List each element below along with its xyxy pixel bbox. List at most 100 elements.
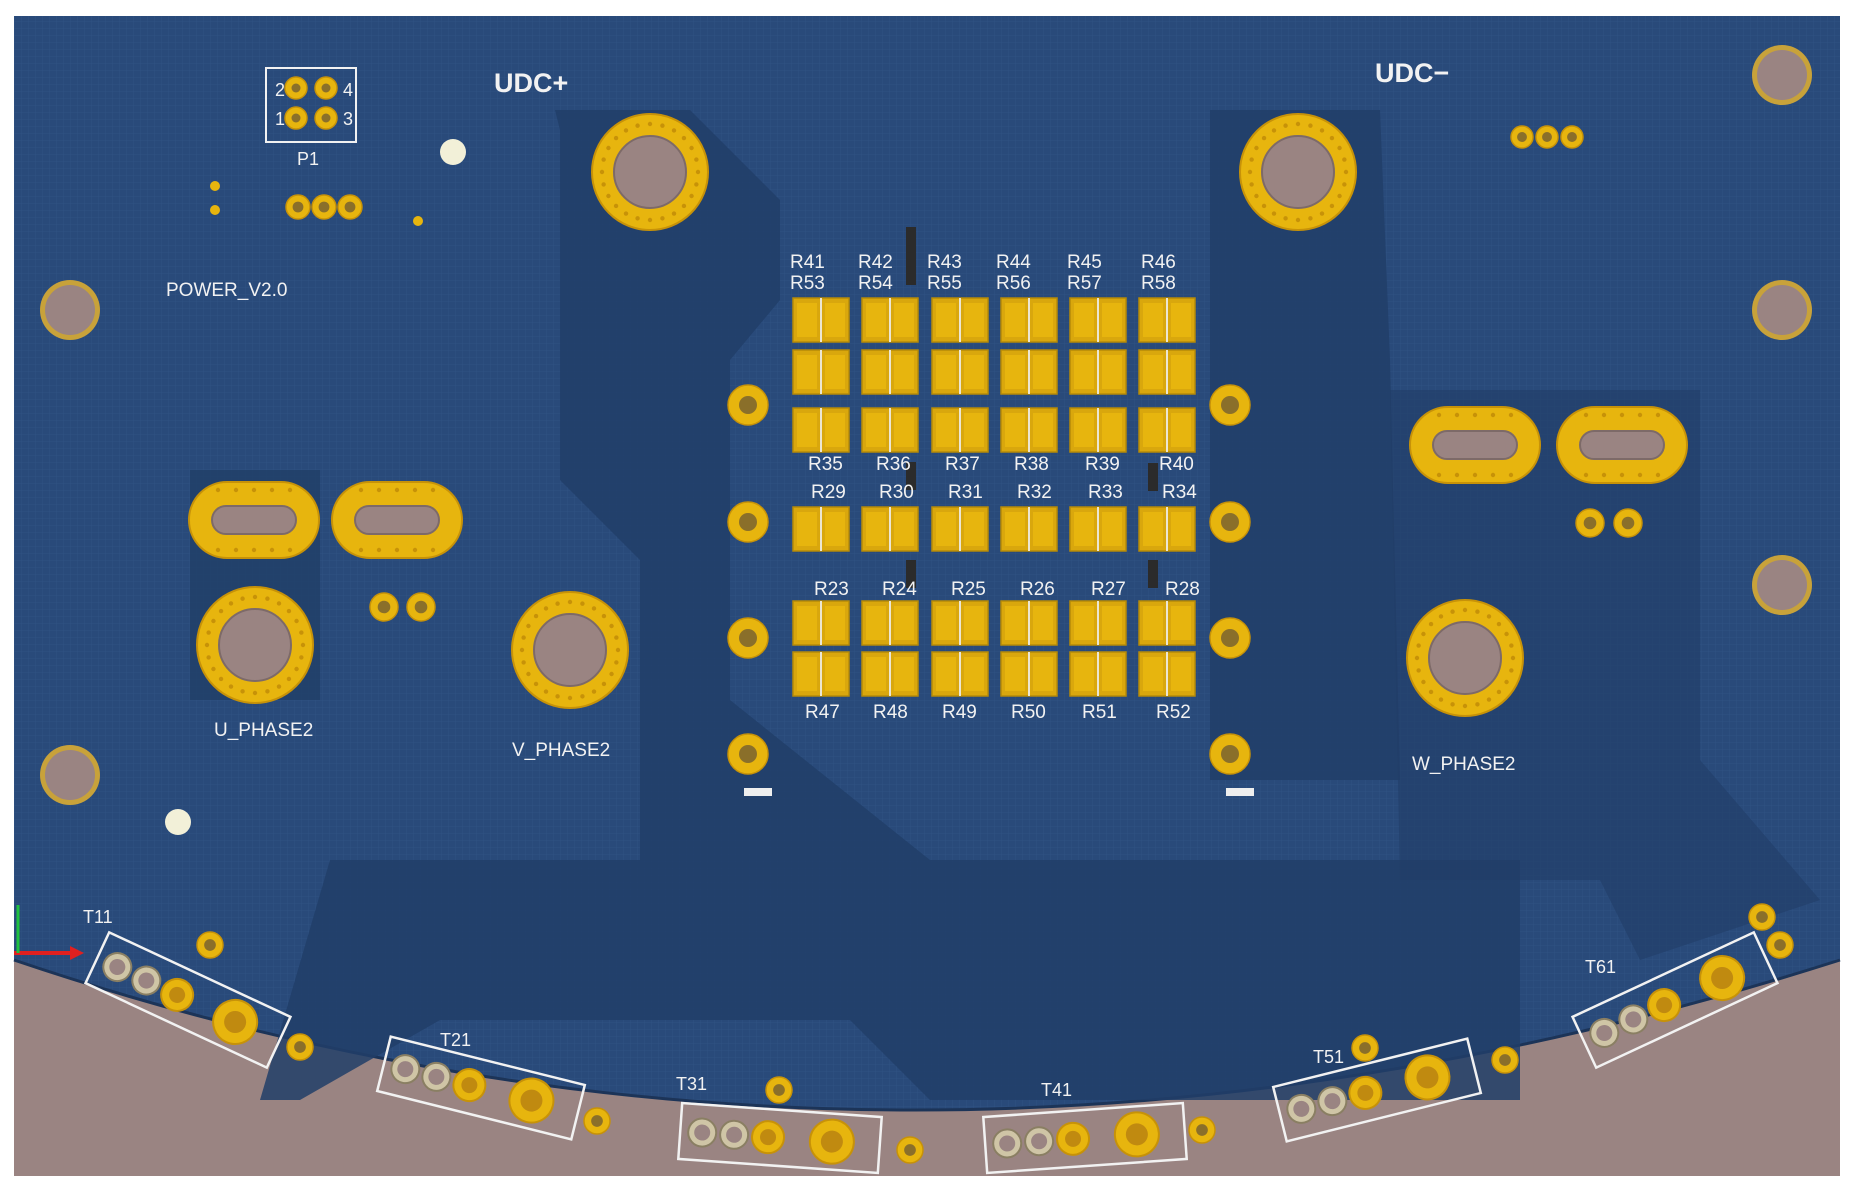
copper-pour-right xyxy=(1210,110,1400,780)
via-pad xyxy=(1748,903,1776,931)
small-via xyxy=(413,216,423,226)
silk-mark xyxy=(1226,788,1254,796)
via-pad xyxy=(286,1033,314,1061)
resistor-label: R23 xyxy=(814,579,849,600)
via-pad xyxy=(285,194,311,220)
smd-resistor xyxy=(1138,651,1196,697)
resistor-label: R31 xyxy=(948,482,983,503)
smd-resistor xyxy=(1000,600,1058,646)
resistor-label: R56 xyxy=(996,273,1031,294)
udc-minus-label: UDC− xyxy=(1375,58,1449,88)
p1-pin-number: 2 xyxy=(275,80,285,100)
slot-pad xyxy=(1409,406,1541,484)
resistor-label: R48 xyxy=(873,702,908,723)
smd-resistor xyxy=(1000,297,1058,343)
resistor-label: R36 xyxy=(876,454,911,475)
mounting-pad xyxy=(1209,617,1251,659)
resistor-label: R51 xyxy=(1082,702,1117,723)
resistor-label: R30 xyxy=(879,482,914,503)
resistor-label: R26 xyxy=(1020,579,1055,600)
smd-resistor xyxy=(1138,349,1196,395)
smd-resistor xyxy=(861,651,919,697)
t41-footprint xyxy=(981,1101,1189,1175)
resistor-label: R47 xyxy=(805,702,840,723)
t41-footprint-label: T41 xyxy=(1041,1080,1072,1100)
smd-resistor xyxy=(792,600,850,646)
via-pad xyxy=(1535,125,1559,149)
smd-resistor xyxy=(1069,651,1127,697)
v-phase-label: V_PHASE2 xyxy=(512,740,610,761)
smd-resistor xyxy=(931,297,989,343)
p1-pin-number: 4 xyxy=(343,80,353,100)
resistor-label: R45 xyxy=(1067,252,1102,273)
smd-resistor xyxy=(861,349,919,395)
p1-pin-number: 3 xyxy=(343,109,353,129)
mounting-pad xyxy=(727,733,769,775)
p1-label: P1 xyxy=(297,149,319,169)
mounting-hole xyxy=(40,280,100,340)
smd-resistor xyxy=(861,407,919,453)
resistor-label: R40 xyxy=(1159,454,1194,475)
resistor-label: R49 xyxy=(942,702,977,723)
via-pad xyxy=(583,1107,611,1135)
via-pad xyxy=(1188,1116,1216,1144)
smd-resistor xyxy=(1000,651,1058,697)
smd-resistor xyxy=(1069,407,1127,453)
t31-footprint-label: T31 xyxy=(676,1074,707,1094)
resistor-label: R32 xyxy=(1017,482,1052,503)
resistor-label: R42 xyxy=(858,252,893,273)
small-via xyxy=(210,205,220,215)
via-pad xyxy=(1510,125,1534,149)
via-pad xyxy=(1560,125,1584,149)
smd-resistor xyxy=(1069,600,1127,646)
resistor-label: R29 xyxy=(811,482,846,503)
copper-pour-left xyxy=(260,110,1520,1100)
smd-resistor xyxy=(1138,407,1196,453)
slot-pad xyxy=(188,481,320,559)
resistor-label: R28 xyxy=(1165,579,1200,600)
board-name-label: POWER_V2.0 xyxy=(166,280,287,301)
smd-resistor xyxy=(1069,297,1127,343)
t21-footprint xyxy=(375,1035,587,1141)
resistor-label: R37 xyxy=(945,454,980,475)
resistor-label: R39 xyxy=(1085,454,1120,475)
silk-mark xyxy=(906,227,916,285)
u-phase-pad xyxy=(196,586,314,704)
resistor-label: R35 xyxy=(808,454,843,475)
resistor-label: R58 xyxy=(1141,273,1176,294)
udc-minus-pad xyxy=(1239,113,1357,231)
mounting-pad xyxy=(1209,501,1251,543)
smd-resistor xyxy=(792,349,850,395)
resistor-label: R25 xyxy=(951,579,986,600)
via-pad xyxy=(896,1136,924,1164)
smd-resistor xyxy=(931,407,989,453)
smd-resistor xyxy=(1000,349,1058,395)
resistor-label: R50 xyxy=(1011,702,1046,723)
mounting-hole xyxy=(1752,280,1812,340)
resistor-label: R43 xyxy=(927,252,962,273)
p1-connector xyxy=(265,67,357,143)
smd-resistor xyxy=(861,506,919,552)
t51-footprint xyxy=(1271,1037,1483,1143)
smd-resistor xyxy=(1069,506,1127,552)
mounting-pad xyxy=(1209,733,1251,775)
mounting-pad xyxy=(727,384,769,426)
smd-resistor xyxy=(861,600,919,646)
resistor-label: R44 xyxy=(996,252,1031,273)
smd-resistor xyxy=(1138,506,1196,552)
t51-footprint-label: T51 xyxy=(1313,1047,1344,1067)
smd-resistor xyxy=(931,506,989,552)
resistor-label: R55 xyxy=(927,273,962,294)
via-pad xyxy=(765,1076,793,1104)
smd-resistor xyxy=(792,506,850,552)
via-pad xyxy=(1351,1034,1379,1062)
smd-resistor xyxy=(1138,600,1196,646)
via-pad xyxy=(337,194,363,220)
via-pad xyxy=(1766,931,1794,959)
mounting-pad xyxy=(1209,384,1251,426)
w-phase-pad xyxy=(1406,599,1524,717)
resistor-label: R24 xyxy=(882,579,917,600)
board-cutout xyxy=(14,960,1840,1176)
smd-resistor xyxy=(861,297,919,343)
